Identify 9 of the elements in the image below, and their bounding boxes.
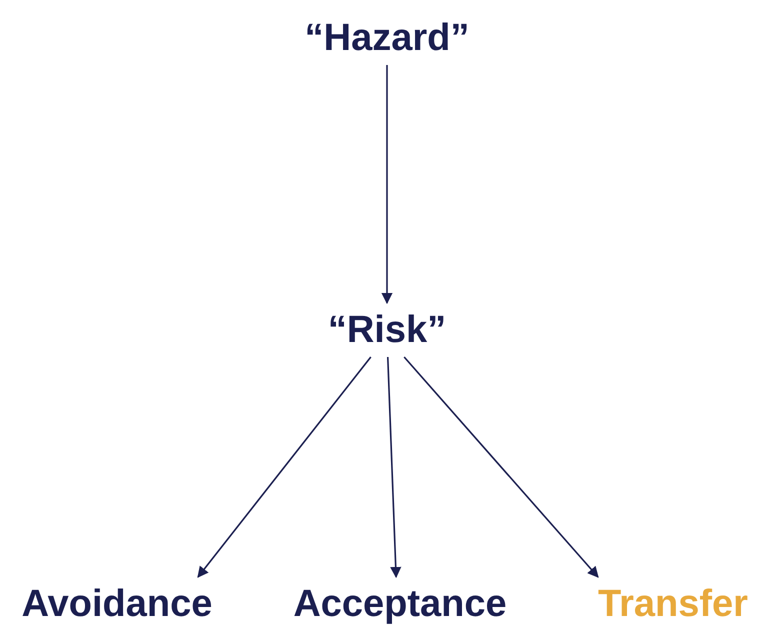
arrow [197,356,372,578]
arrow [386,356,402,578]
node-label: Acceptance [293,577,507,630]
node-label: Avoidance [22,577,212,630]
node-label: “Risk” [328,303,446,357]
arrow [381,65,393,304]
node-label: Transfer [598,577,748,630]
node-label: “Hazard” [304,11,470,65]
arrow [404,356,599,578]
